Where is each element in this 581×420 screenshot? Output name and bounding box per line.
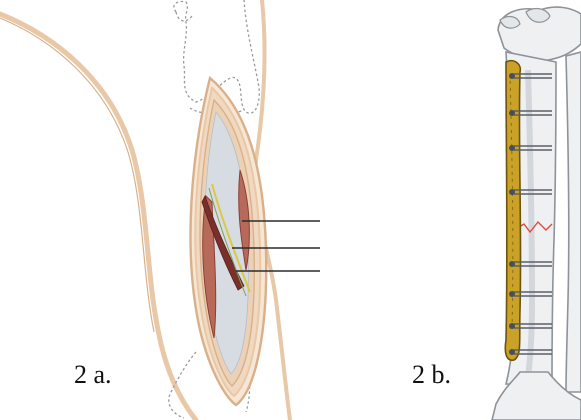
caption-panel-a: 2 a. [74,362,112,388]
screw-head-2 [509,110,515,116]
panel-2b-plate-fixation-illustration [492,7,581,420]
bone-dotted-knuckle [176,12,192,21]
screw-head-8 [509,349,515,355]
caption-panel-b: 2 b. [412,362,451,388]
bone-adjacent-shaft [566,52,581,392]
screw-head-7 [509,323,515,329]
screw-head-4 [509,189,515,195]
screw-head-5 [509,261,515,267]
screw-head-1 [509,73,515,79]
bone-plate [505,61,520,361]
screw-head-6 [509,291,515,297]
bone-medullary-canal [528,70,532,378]
screw-head-3 [509,145,515,151]
panel-2a-approach-illustration [0,0,320,420]
